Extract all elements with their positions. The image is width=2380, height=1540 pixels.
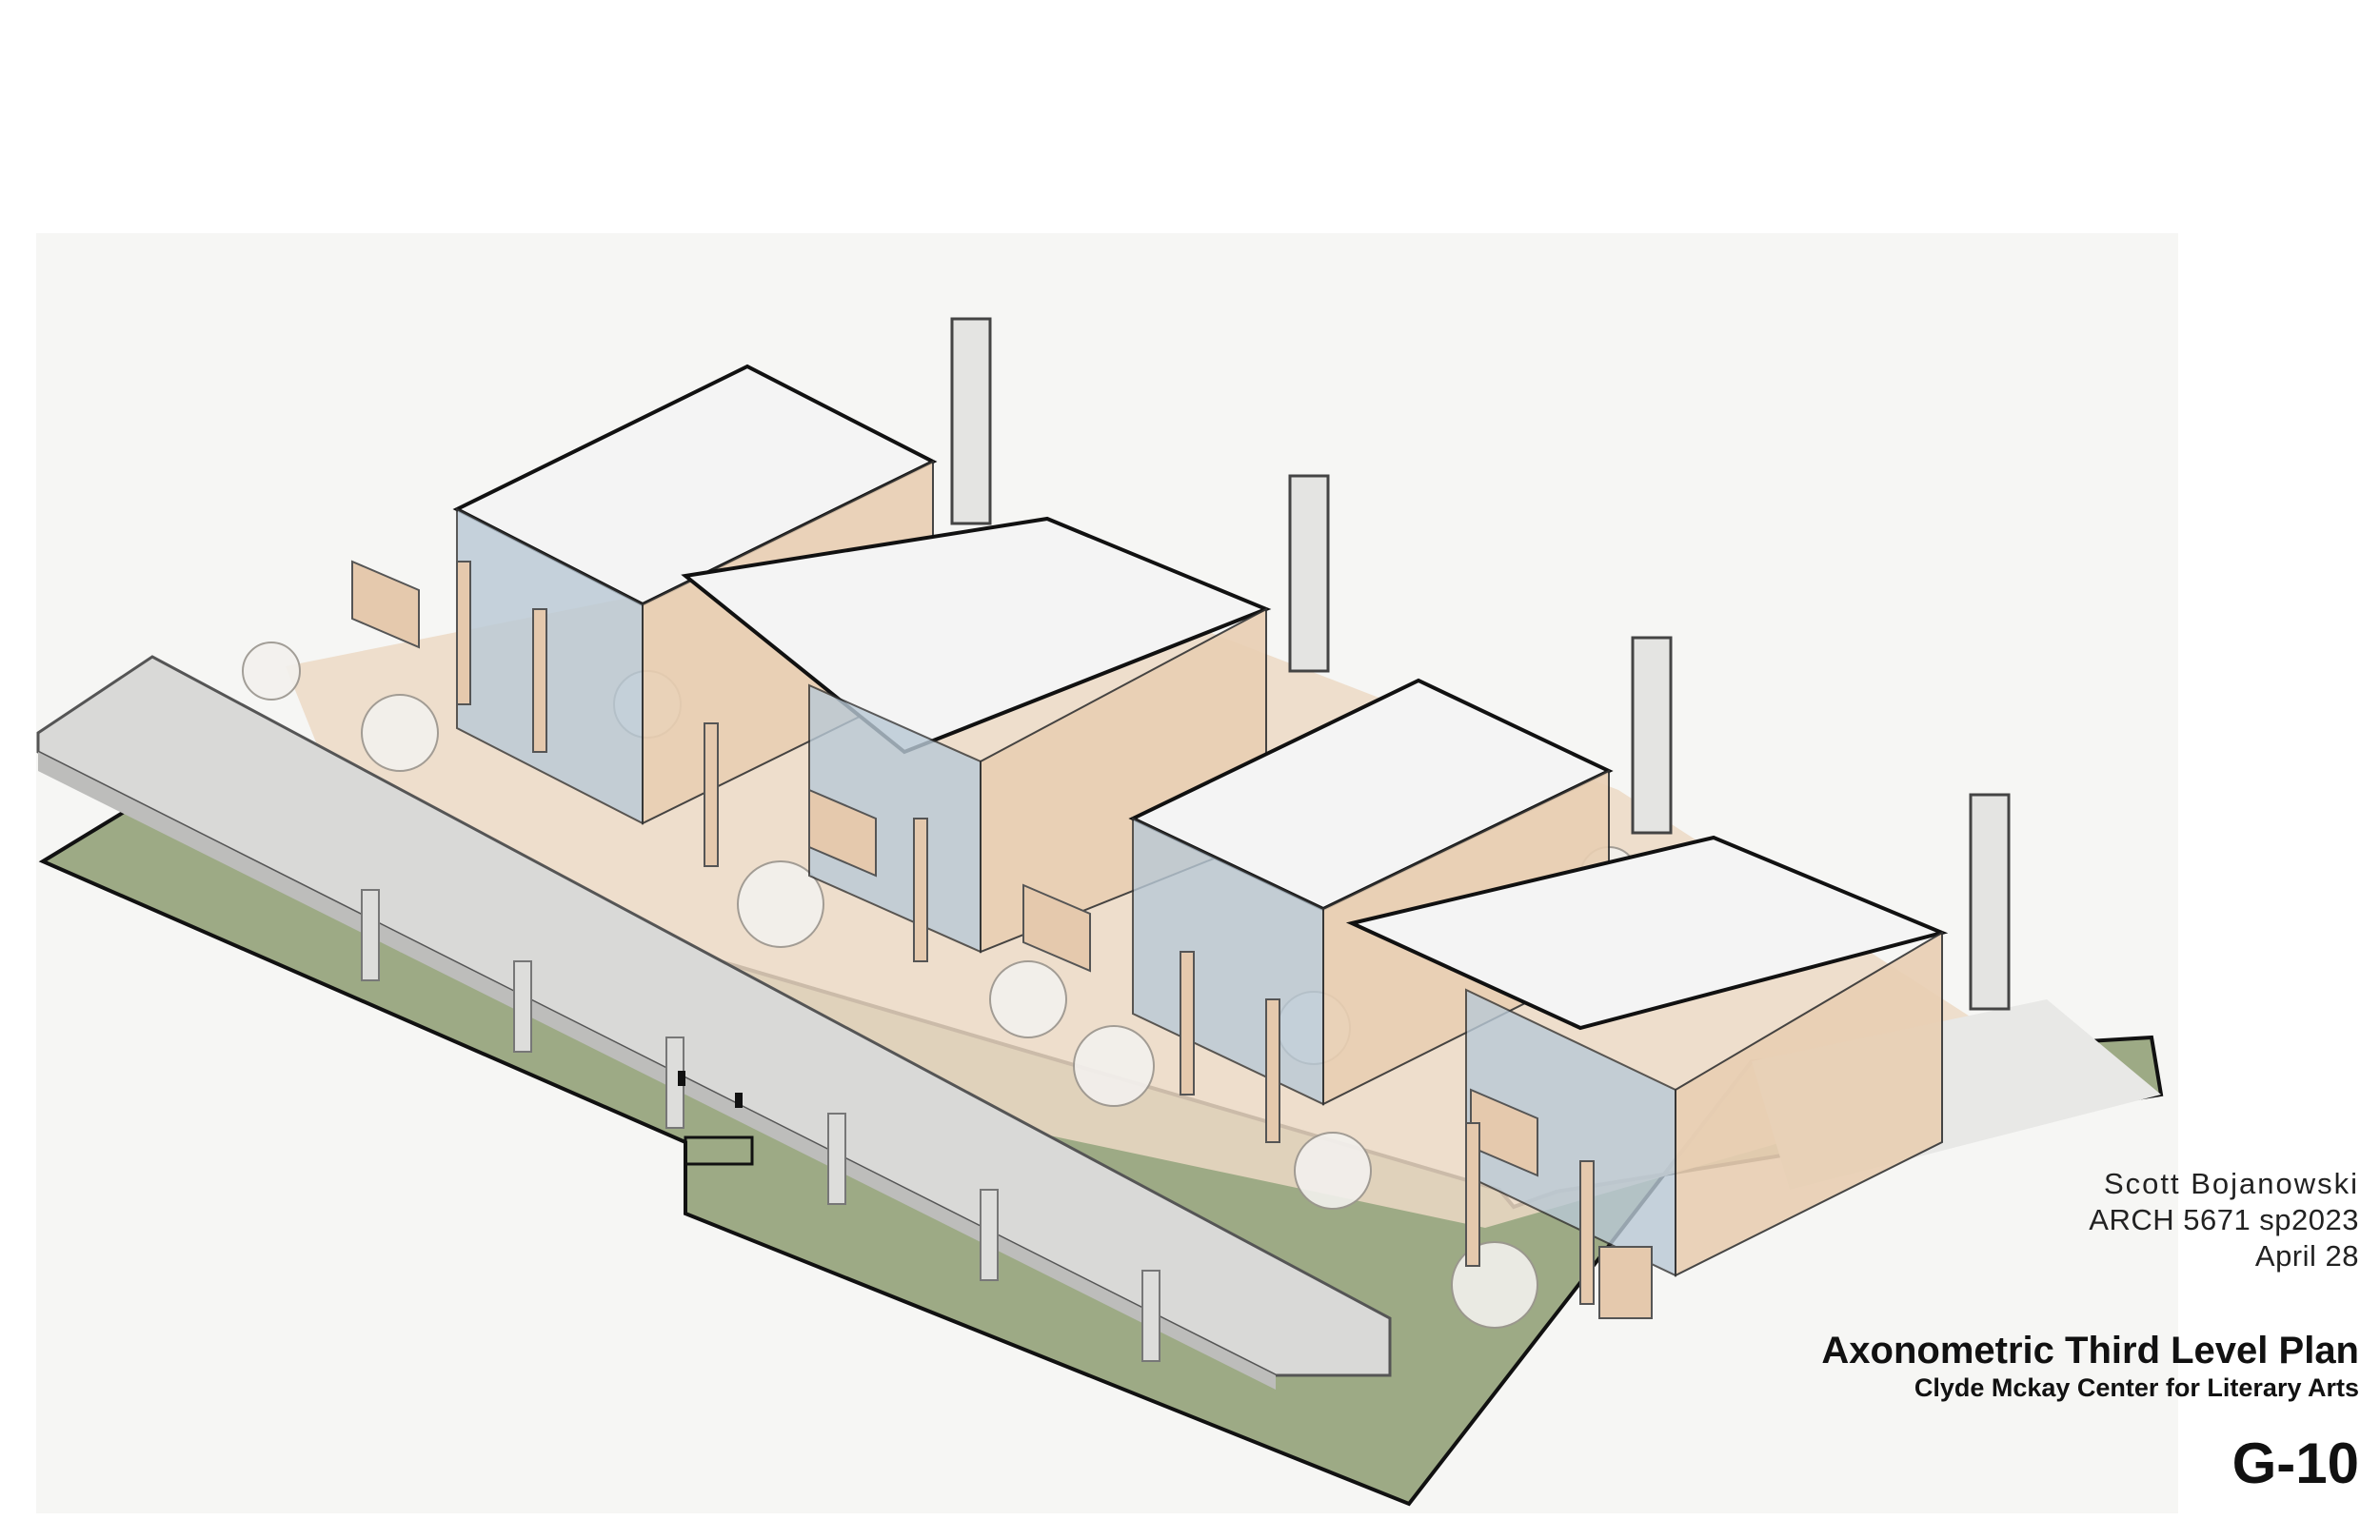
sheet-title: Axonometric Third Level Plan bbox=[1821, 1330, 2359, 1372]
course-code: ARCH 5671 sp2023 bbox=[2089, 1203, 2359, 1236]
vent-stacks bbox=[950, 317, 2011, 1011]
drawing-date: April 28 bbox=[2254, 1239, 2359, 1273]
timber-frames bbox=[351, 560, 1653, 1319]
walkway-columns bbox=[361, 889, 1160, 1362]
title-block: Scott Bojanowski ARCH 5671 sp2023 April … bbox=[1693, 1166, 2359, 1495]
sheet-number: G-10 bbox=[2231, 1431, 2359, 1495]
walkway-doors bbox=[678, 1071, 754, 1166]
building-block-4 bbox=[1345, 835, 1949, 1277]
author-name: Scott Bojanowski bbox=[2103, 1167, 2359, 1200]
project-name: Clyde Mckay Center for Literary Arts bbox=[1914, 1373, 2359, 1402]
walkway-edge bbox=[38, 752, 1276, 1390]
